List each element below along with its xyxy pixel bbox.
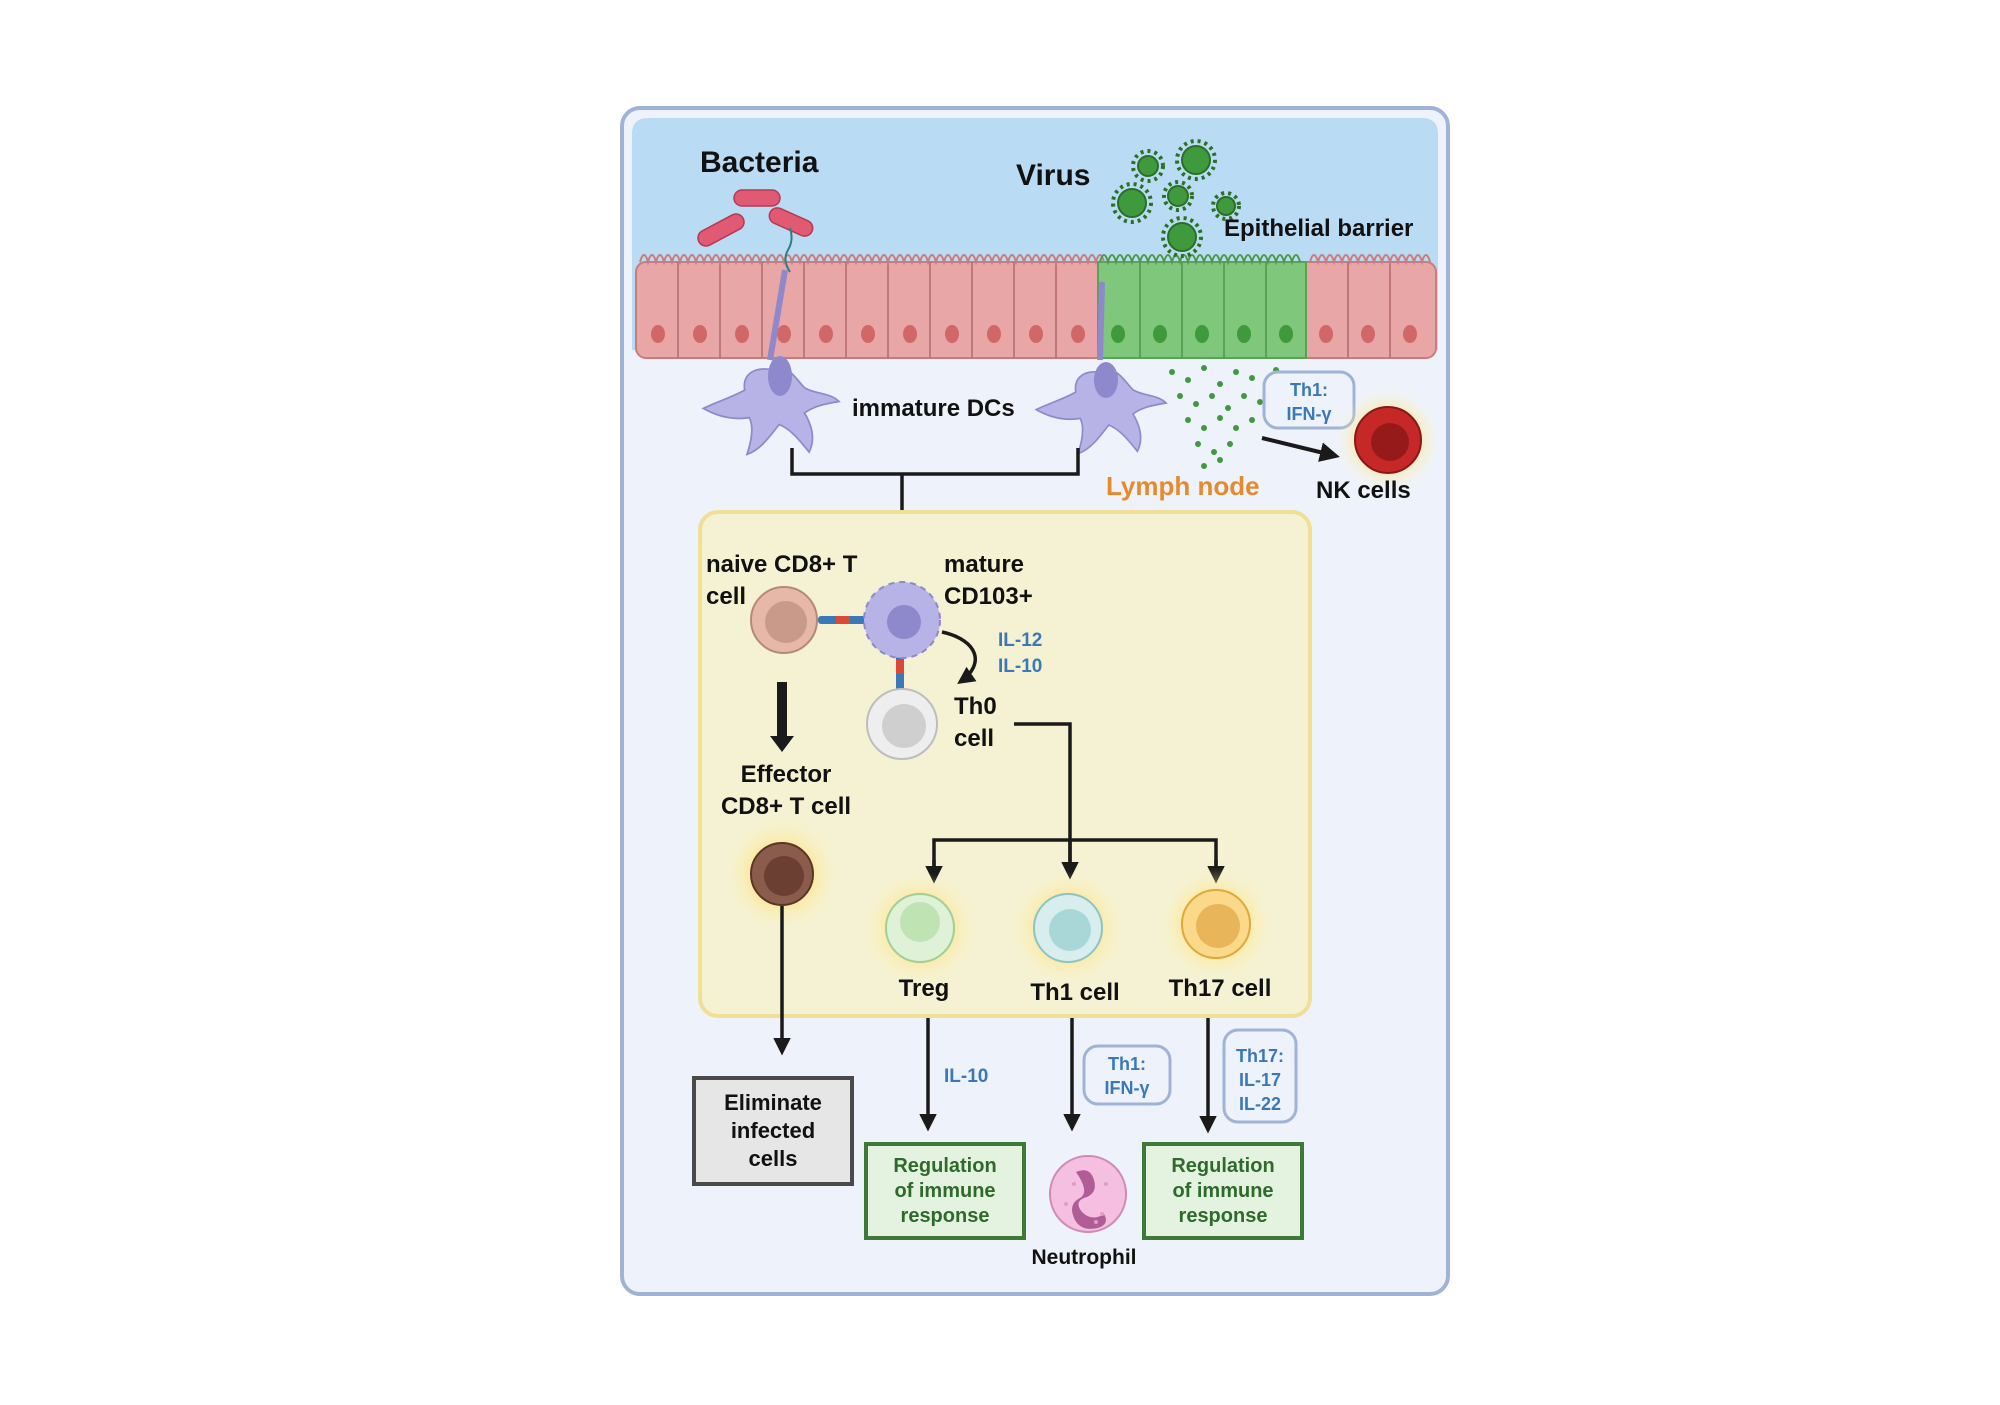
eliminate-line2: infected [731,1118,815,1143]
eliminate-line3: cells [749,1146,798,1171]
mature-dc-icon [863,581,941,659]
th0-label-line2: cell [954,725,994,752]
epithelial-barrier-label: Epithelial barrier [1224,215,1413,242]
effector-label-line2: CD8+ T cell [721,793,851,820]
lymph-node-region [698,510,1312,1018]
virus-label: Virus [1016,159,1091,192]
regulation-treg-line1: Regulation [893,1155,996,1177]
naive-cd8-cell-icon [750,586,818,654]
th1-cell-label: Th1 cell [1030,979,1119,1006]
th1-cytokine-box [1082,1044,1172,1106]
regulation-box-th17 [1142,1142,1304,1240]
th0-cell-icon [866,688,938,760]
il12-label: IL-12 [998,630,1042,651]
nk-arrow [1261,436,1340,462]
immature-dc-right-icon [1035,281,1167,455]
th17-cytokine-line3: IL-22 [1239,1094,1281,1114]
il10-dc-label: IL-10 [998,656,1042,677]
mature-cd103-label-line2: CD103+ [944,583,1033,610]
eliminate-line1: Eliminate [724,1090,822,1115]
eliminate-box [692,1076,854,1186]
immature-dc-left-icon [702,269,840,456]
bacteria-label: Bacteria [700,146,819,179]
th0-connector [1014,722,1072,870]
regulation-treg-line2: of immune [894,1180,995,1202]
th1-cytokine-line2: IFN-γ [1105,1078,1150,1098]
nk-cells-label: NK cells [1316,477,1411,504]
bacteria-icon [697,189,814,273]
th17-cytokine-box [1222,1028,1298,1124]
dc-connector [790,448,1080,476]
th1-cell-icon [1012,872,1124,984]
th17-cell-label: Th17 cell [1169,975,1272,1002]
th17-cytokine-line2: IL-17 [1239,1070,1281,1090]
regulation-box-treg [864,1142,1026,1240]
neutrophil-icon [1049,1155,1127,1233]
epithelial-barrier [635,254,1437,359]
treg-label: Treg [899,975,950,1002]
lymph-node-label: Lymph node [1106,471,1260,501]
nk-cell-icon [1336,388,1440,492]
il12-arrow [941,630,977,684]
th17-cytokine-line1: Th17: [1236,1046,1284,1066]
th0-label-line1: Th0 [954,693,997,720]
nk-cytokine-line1: Th1: [1290,380,1328,400]
mature-cd103-label-line1: mature [944,551,1024,578]
regulation-treg-line3: response [901,1205,990,1227]
nk-cytokine-line2: IFN-γ [1287,404,1332,424]
th1-cytokine-line1: Th1: [1108,1054,1146,1074]
cytokine-dots [1169,365,1279,469]
regulation-th17-line1: Regulation [1171,1155,1274,1177]
th17-cell-icon [1160,868,1272,980]
naive-to-effector-head [770,736,794,752]
naive-cd8-label-line2: cell [706,583,746,610]
neutrophil-label: Neutrophil [1032,1246,1137,1269]
il10-treg-label: IL-10 [944,1066,988,1087]
regulation-th17-line3: response [1179,1205,1268,1227]
immature-dcs-label: immature DCs [852,395,1015,422]
virus-icon [1111,139,1241,258]
naive-cd8-label-line1: naive CD8+ T [706,551,858,578]
effector-cd8-cell-icon [726,818,838,930]
effector-label-line1: Effector [741,761,832,788]
regulation-th17-line2: of immune [1172,1180,1273,1202]
treg-cell-icon [864,872,976,984]
nk-cytokine-box [1262,370,1356,430]
